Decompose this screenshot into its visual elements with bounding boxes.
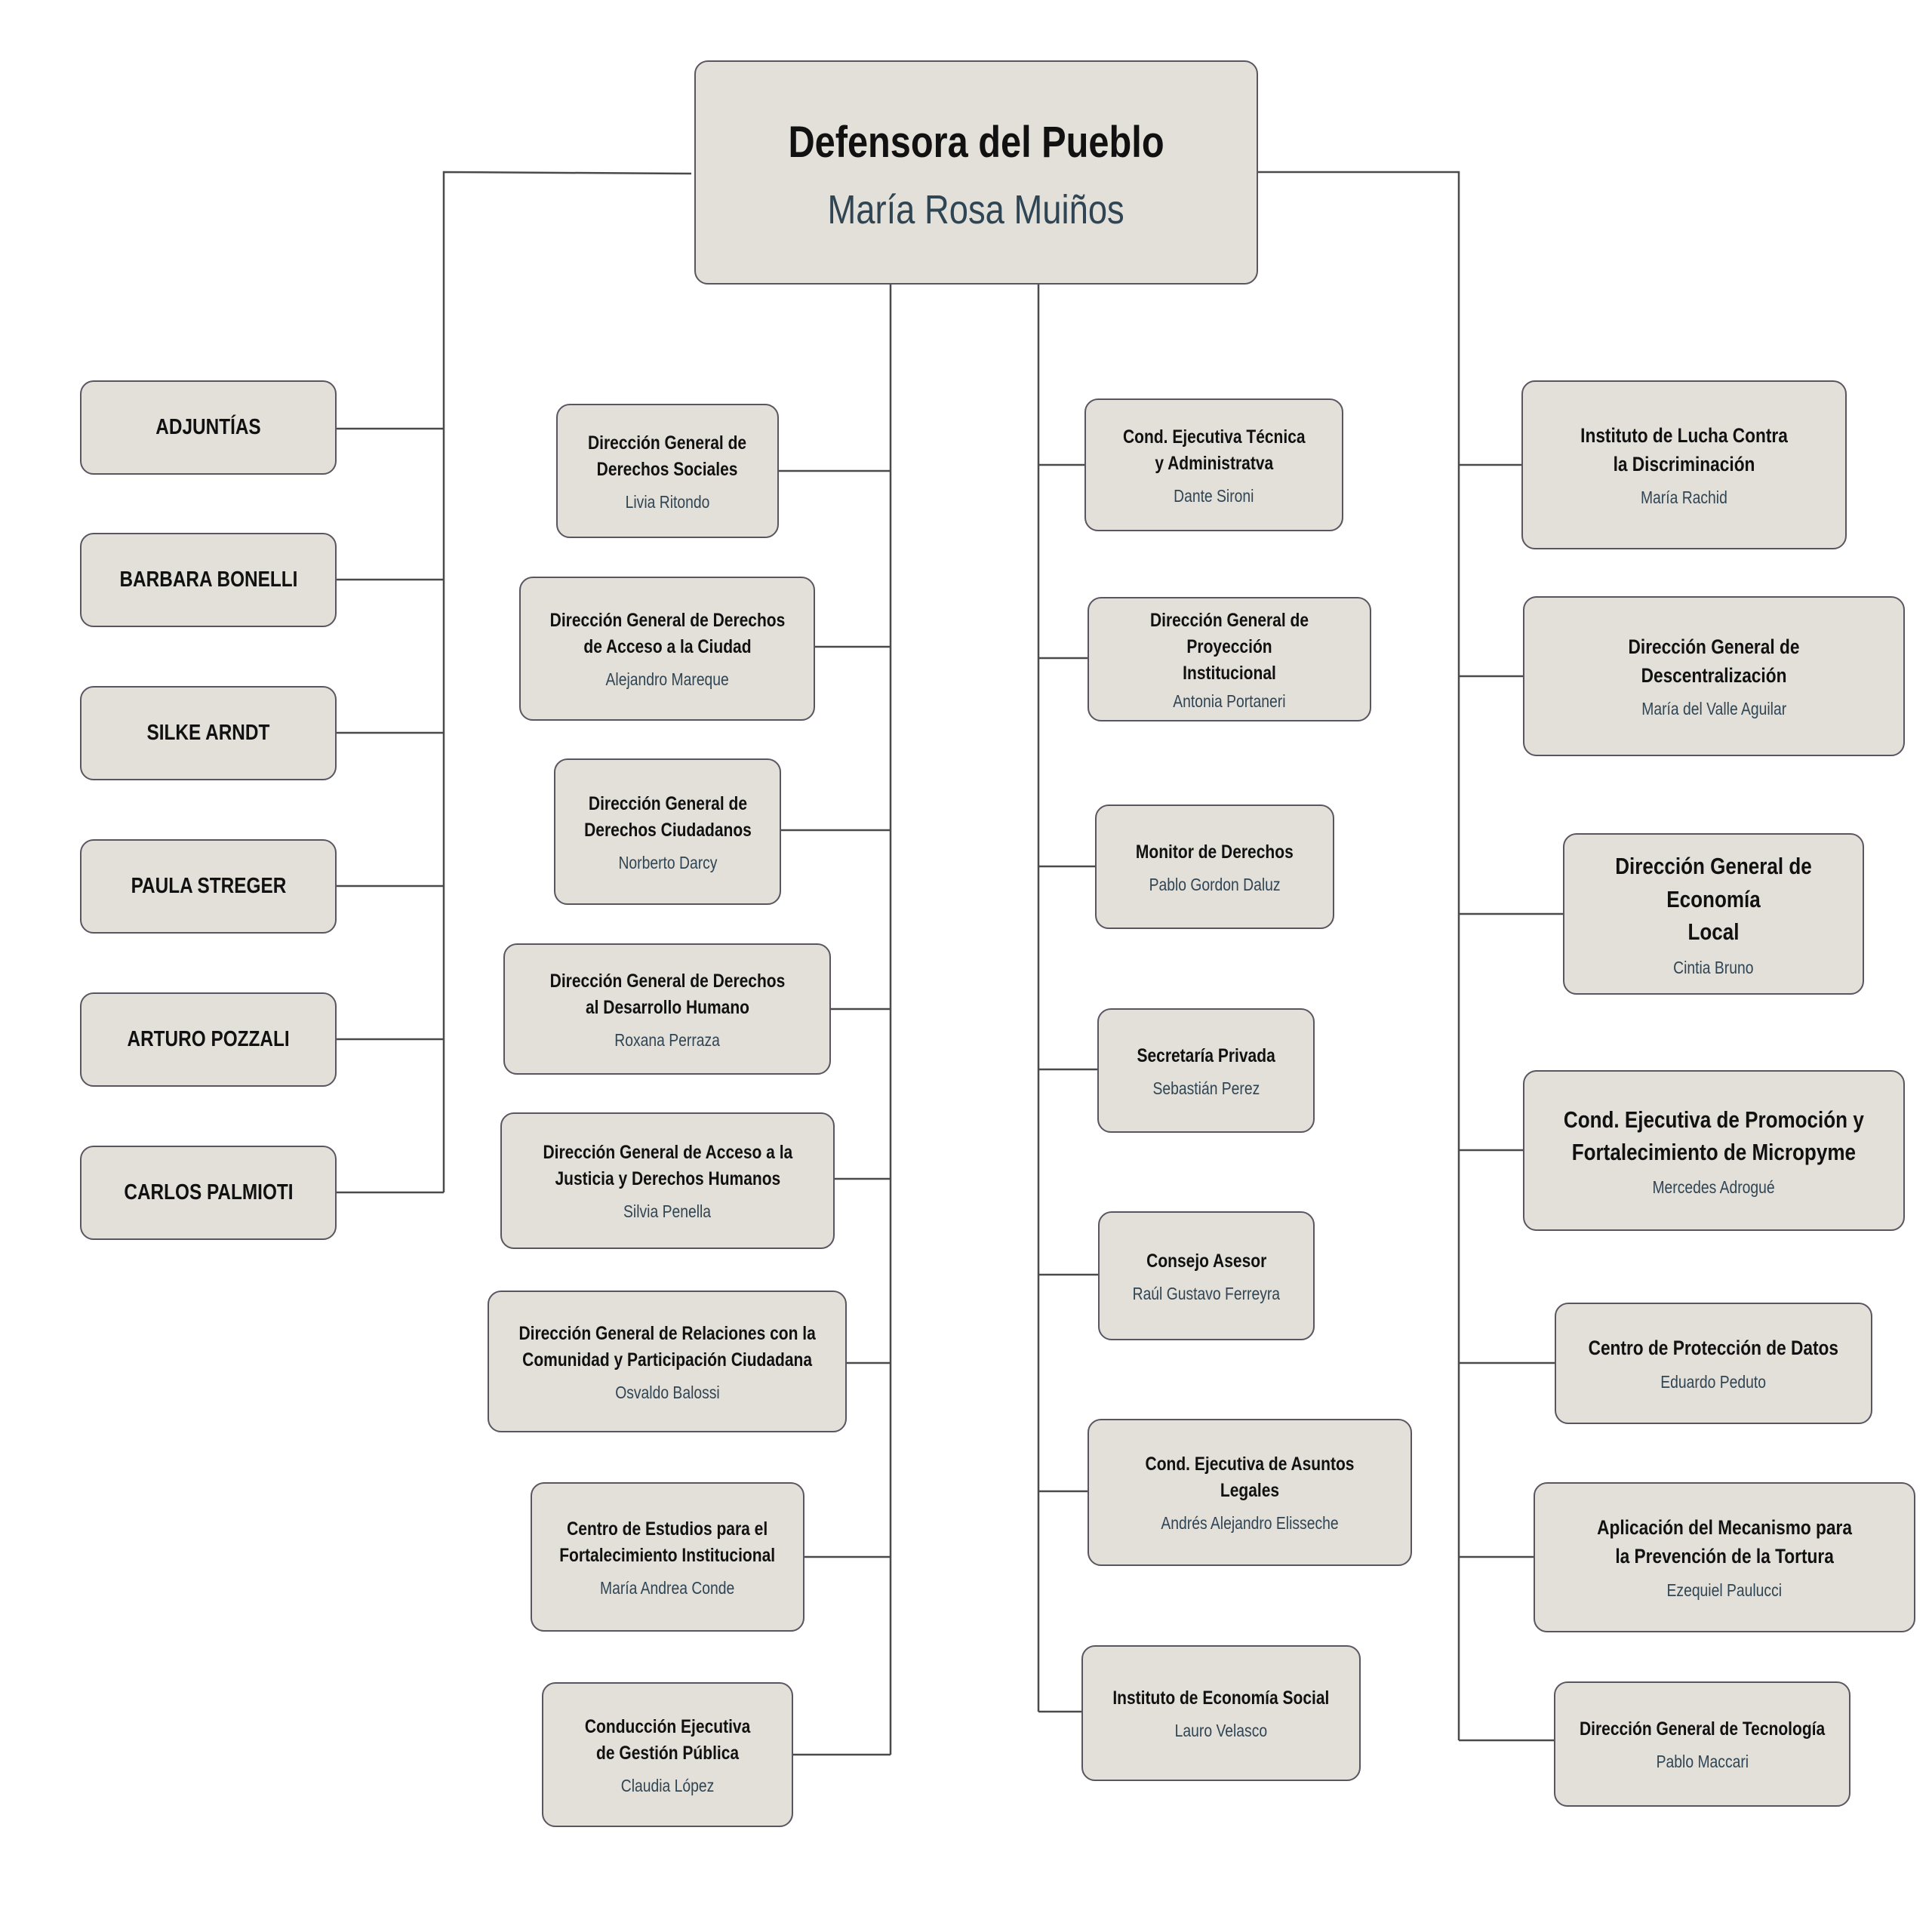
unit-head: Claudia López: [620, 1775, 715, 1795]
unit-head: Sebastián Perez: [1152, 1078, 1260, 1098]
unit-box: Dirección General de Economía Local Cint…: [1563, 833, 1864, 995]
unit-box: Consejo Asesor Raúl Gustavo Ferreyra: [1098, 1211, 1315, 1340]
unit-title: Consejo Asesor: [1146, 1250, 1267, 1272]
unit-title: Instituto de Economía Social: [1112, 1687, 1330, 1709]
left-box: ARTURO POZZALI: [80, 992, 337, 1087]
unit-head: Lauro Velasco: [1174, 1721, 1268, 1740]
unit-head: Eduardo Peduto: [1660, 1371, 1767, 1392]
unit-box: Dirección General de Derechos al Desarro…: [503, 943, 831, 1075]
unit-title: Dirección General de Derechos de Acceso …: [549, 610, 785, 657]
unit-title: Centro de Estudios para el Fortalecimien…: [559, 1518, 776, 1566]
unit-head: Ezequiel Paulucci: [1666, 1580, 1783, 1600]
left-box: BARBARA BONELLI: [80, 533, 337, 627]
left-box-label: ADJUNTÍAS: [155, 415, 261, 440]
unit-box: Monitor de Derechos Pablo Gordon Daluz: [1095, 804, 1334, 929]
unit-head: Pablo Maccari: [1656, 1752, 1749, 1771]
unit-head: Andrés Alejandro Elisseche: [1161, 1513, 1339, 1533]
root-box: Defensora del Pueblo María Rosa Muiños: [694, 60, 1258, 285]
unit-title: Cond. Ejecutiva de Promoción y Fortaleci…: [1564, 1106, 1864, 1165]
unit-box: Cond. Ejecutiva de Asuntos Legales André…: [1088, 1419, 1412, 1566]
unit-head: Antonia Portaneri: [1173, 691, 1286, 711]
unit-box: Conducción Ejecutiva de Gestión Pública …: [542, 1682, 793, 1827]
left-box-label: BARBARA BONELLI: [119, 568, 297, 592]
unit-head: Roxana Perraza: [614, 1029, 720, 1050]
unit-head: María del Valle Aguilar: [1641, 699, 1786, 719]
unit-head: María Rachid: [1641, 488, 1727, 508]
left-box-label: PAULA STREGER: [131, 874, 286, 899]
unit-head: Livia Ritondo: [625, 491, 710, 512]
unit-box: Cond. Ejecutiva Técnica y Administratva …: [1084, 398, 1343, 531]
unit-title: Dirección General de Derechos Ciudadanos: [583, 792, 752, 841]
unit-box: Secretaría Privada Sebastián Perez: [1097, 1008, 1315, 1133]
connector-root-left: [442, 171, 692, 1192]
unit-head: Raúl Gustavo Ferreyra: [1132, 1283, 1281, 1303]
left-box: SILKE ARNDT: [80, 686, 337, 780]
left-box-label: ARTURO POZZALI: [127, 1027, 290, 1052]
unit-head: María Andrea Conde: [600, 1577, 735, 1598]
unit-box: Dirección General de Acceso a la Justici…: [500, 1112, 835, 1249]
connector-root-right: [1258, 171, 1460, 1740]
unit-title: Monitor de Derechos: [1136, 841, 1294, 863]
unit-head: Mercedes Adrogué: [1652, 1177, 1776, 1198]
unit-box: Instituto de Economía Social Lauro Velas…: [1081, 1645, 1361, 1781]
unit-head: Pablo Gordon Daluz: [1149, 874, 1281, 894]
unit-box: Dirección General de Tecnología Pablo Ma…: [1554, 1681, 1850, 1807]
unit-box: Dirección General de Derechos Ciudadanos…: [554, 758, 781, 905]
unit-title: Cond. Ejecutiva Técnica y Administratva: [1122, 426, 1306, 474]
unit-title: Dirección General de Relaciones con la C…: [518, 1322, 816, 1371]
unit-title: Dirección General de Proyección Instituc…: [1149, 609, 1309, 684]
unit-title: Aplicación del Mecanismo para la Prevenc…: [1597, 1516, 1852, 1567]
unit-title: Dirección General de Economía Local: [1615, 853, 1812, 946]
left-box-label: CARLOS PALMIOTI: [123, 1180, 294, 1205]
unit-title: Instituto de Lucha Contra la Discriminac…: [1580, 423, 1788, 475]
left-box-label: SILKE ARNDT: [146, 721, 270, 746]
unit-title: Conducción Ejecutiva de Gestión Pública: [584, 1715, 751, 1764]
unit-box: Centro de Estudios para el Fortalecimien…: [531, 1482, 804, 1632]
unit-title: Dirección General de Acceso a la Justici…: [543, 1142, 792, 1189]
unit-head: Norberto Darcy: [618, 852, 717, 872]
unit-head: Silvia Penella: [623, 1201, 712, 1221]
unit-title: Dirección General de Derechos al Desarro…: [549, 970, 785, 1018]
unit-head: Osvaldo Balossi: [614, 1382, 720, 1402]
root-title: Defensora del Pueblo: [788, 117, 1164, 167]
unit-title: Dirección General de Tecnología: [1579, 1718, 1826, 1740]
unit-title: Centro de Protección de Datos: [1588, 1337, 1839, 1360]
unit-title: Cond. Ejecutiva de Asuntos Legales: [1145, 1454, 1355, 1501]
unit-box: Dirección General de Relaciones con la C…: [488, 1291, 847, 1432]
root-name: María Rosa Muiños: [827, 187, 1125, 233]
unit-box: Dirección General de Proyección Instituc…: [1088, 597, 1371, 721]
unit-title: Dirección General de Derechos Sociales: [588, 432, 747, 480]
unit-box: Dirección General de Descentralización M…: [1523, 596, 1905, 756]
unit-title: Secretaría Privada: [1137, 1044, 1275, 1066]
unit-box: Cond. Ejecutiva de Promoción y Fortaleci…: [1523, 1070, 1905, 1231]
left-box: PAULA STREGER: [80, 839, 337, 934]
unit-box: Instituto de Lucha Contra la Discriminac…: [1521, 380, 1847, 549]
unit-box: Dirección General de Derechos de Acceso …: [519, 577, 815, 721]
left-box: CARLOS PALMIOTI: [80, 1146, 337, 1240]
unit-box: Centro de Protección de Datos Eduardo Pe…: [1555, 1303, 1872, 1424]
unit-head: Dante Sironi: [1174, 485, 1254, 506]
unit-box: Dirección General de Derechos Sociales L…: [556, 404, 779, 538]
unit-head: Cintia Bruno: [1673, 957, 1754, 977]
unit-head: Alejandro Mareque: [605, 669, 729, 689]
unit-title: Dirección General de Descentralización: [1628, 635, 1800, 687]
unit-box: Aplicación del Mecanismo para la Prevenc…: [1534, 1482, 1915, 1632]
left-box: ADJUNTÍAS: [80, 380, 337, 475]
